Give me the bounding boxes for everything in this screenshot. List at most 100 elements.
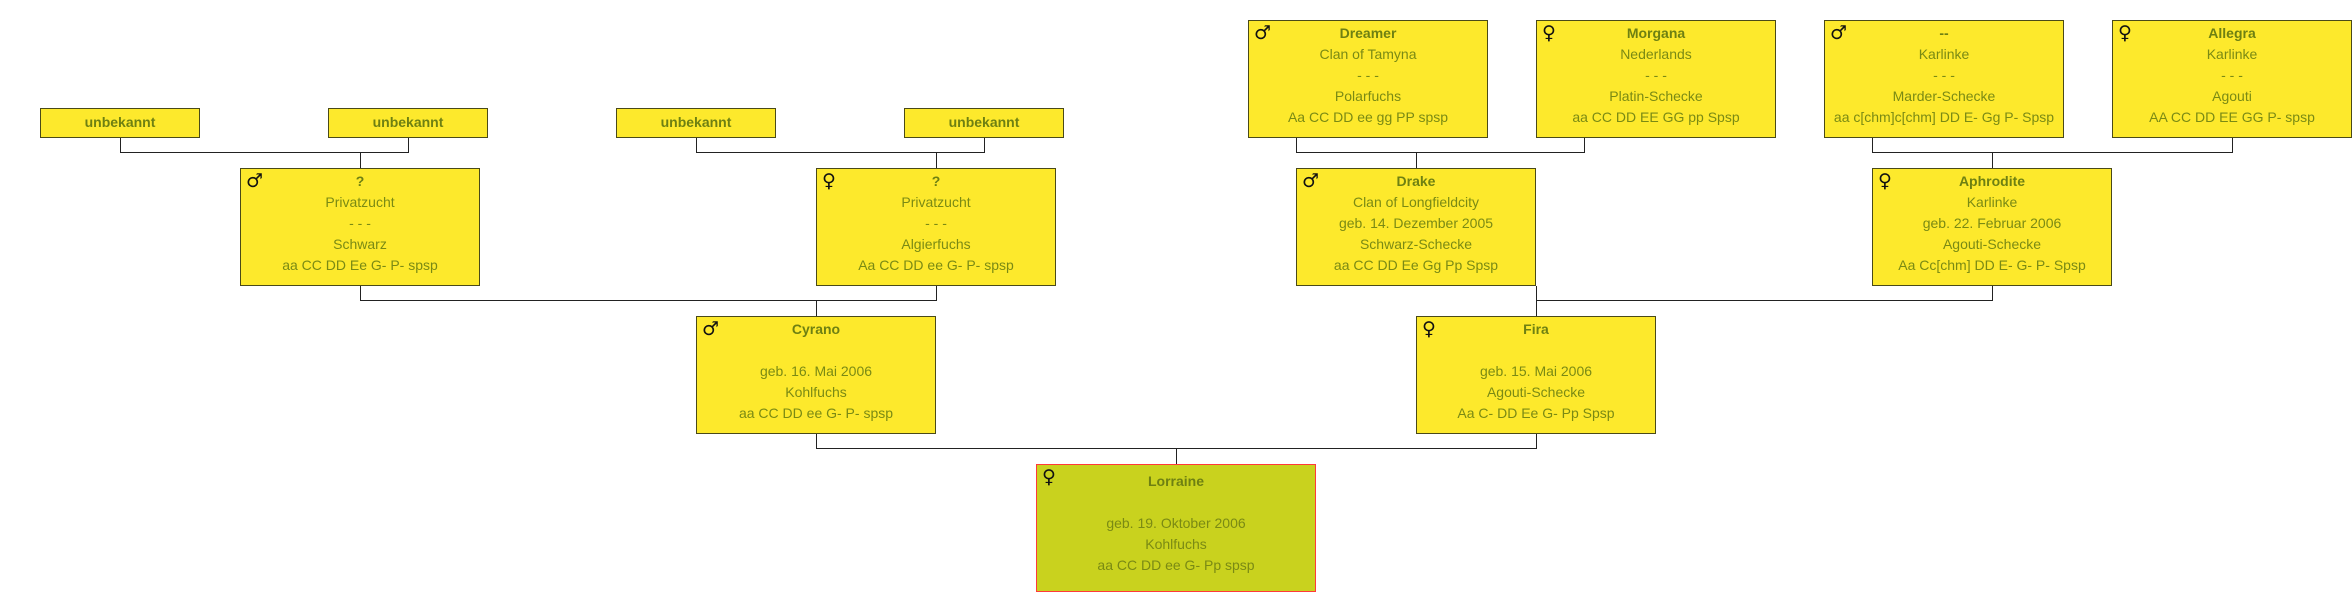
animal-name: ? [355, 173, 365, 189]
female-icon: ♀ [1422, 318, 1436, 340]
connector-line [120, 152, 409, 153]
female-icon: ♀ [1542, 22, 1556, 44]
animal-genotype: AA CC DD EE GG P- spsp [2149, 109, 2315, 125]
connector-line [1176, 448, 1177, 464]
animal-genotype: aa c[chm]c[chm] DD E- Gg P- Spsp [1833, 109, 2055, 125]
animal-color: Kohlfuchs [785, 384, 847, 400]
animal-card-allegra[interactable]: ♀ Allegra Karlinke - - - Agouti AA CC DD… [2112, 20, 2352, 138]
animal-color: Polarfuchs [1334, 88, 1402, 104]
animal-genotype: Aa CC DD ee G- P- spsp [858, 257, 1014, 273]
animal-card-unbekannt[interactable]: unbekannt [904, 108, 1064, 138]
connector-line [120, 138, 121, 153]
animal-birthdate: - - - [1357, 67, 1379, 83]
animal-birthdate: geb. 16. Mai 2006 [759, 363, 873, 379]
animal-card-unknown-sire[interactable]: ♂ ? Privatzucht - - - Schwarz aa CC DD E… [240, 168, 480, 286]
animal-breeder: Privatzucht [901, 194, 971, 210]
male-icon: ♂ [1254, 22, 1272, 44]
connector-line [1296, 138, 1297, 153]
connector-line [936, 152, 937, 168]
animal-breeder: Karlinke [2206, 46, 2258, 62]
connector-line [1584, 138, 1585, 153]
animal-card-aphrodite[interactable]: ♀ Aphrodite Karlinke geb. 22. Februar 20… [1872, 168, 2112, 286]
animal-breeder: Karlinke [1918, 46, 1970, 62]
connector-line [816, 434, 817, 449]
male-icon: ♂ [1830, 22, 1848, 44]
animal-genotype: aa CC DD ee G- P- spsp [738, 405, 894, 421]
connector-line [1872, 138, 1873, 153]
animal-breeder [1037, 492, 1315, 513]
animal-name: Aphrodite [1958, 173, 2026, 189]
connector-line [816, 300, 817, 316]
animal-name: Drake [1396, 173, 1436, 189]
connector-line [1536, 300, 1537, 316]
animal-color: Schwarz [333, 236, 387, 252]
animal-card-fira[interactable]: ♀ Fira geb. 15. Mai 2006 Agouti-Schecke … [1416, 316, 1656, 434]
animal-card-lorraine[interactable]: ♀ Lorraine geb. 19. Oktober 2006 Kohlfuc… [1036, 464, 1316, 592]
female-icon: ♀ [822, 170, 836, 192]
animal-genotype: aa CC DD EE GG pp Spsp [1572, 109, 1740, 125]
animal-birthdate: - - - [1645, 67, 1667, 83]
animal-card-unnamed[interactable]: ♂ -- Karlinke - - - Marder-Schecke aa c[… [1824, 20, 2064, 138]
female-icon: ♀ [1878, 170, 1892, 192]
animal-genotype: Aa Cc[chm] DD E- G- P- Spsp [1898, 257, 2086, 273]
animal-color: Agouti-Schecke [1486, 384, 1586, 400]
connector-line [1872, 152, 2233, 153]
animal-birthdate: - - - [2221, 67, 2243, 83]
animal-name: unbekannt [84, 114, 156, 130]
animal-birthdate: geb. 15. Mai 2006 [1479, 363, 1593, 379]
animal-card-dreamer[interactable]: ♂ Dreamer Clan of Tamyna - - - Polarfuch… [1248, 20, 1488, 138]
animal-card-unbekannt[interactable]: unbekannt [40, 108, 200, 138]
connector-line [1536, 300, 1993, 301]
connector-line [936, 286, 937, 301]
animal-name: Dreamer [1339, 25, 1397, 41]
connector-line [1992, 286, 1993, 301]
animal-genotype: Aa CC DD ee gg PP spsp [1287, 109, 1449, 125]
animal-card-morgana[interactable]: ♀ Morgana Nederlands - - - Platin-Scheck… [1536, 20, 1776, 138]
animal-color: Agouti-Schecke [1942, 236, 2042, 252]
connector-line [1536, 286, 1537, 301]
animal-birthdate: - - - [1933, 67, 1955, 83]
female-icon: ♀ [2118, 22, 2132, 44]
connector-line [360, 286, 361, 301]
male-icon: ♂ [702, 318, 720, 340]
animal-birthdate: - - - [925, 215, 947, 231]
animal-breeder: Clan of Longfieldcity [1352, 194, 1480, 210]
animal-card-unknown-dam[interactable]: ♀ ? Privatzucht - - - Algierfuchs Aa CC … [816, 168, 1056, 286]
connector-line [360, 152, 361, 168]
animal-card-unbekannt[interactable]: unbekannt [328, 108, 488, 138]
animal-color: Marder-Schecke [1892, 88, 1996, 104]
animal-name: ? [931, 173, 941, 189]
animal-birthdate: geb. 19. Oktober 2006 [1106, 515, 1246, 531]
animal-name: unbekannt [372, 114, 444, 130]
animal-genotype: aa CC DD Ee Gg Pp Spsp [1333, 257, 1499, 273]
animal-breeder: Privatzucht [325, 194, 395, 210]
animal-name: -- [1939, 25, 1949, 41]
connector-line [1296, 152, 1585, 153]
animal-color: Schwarz-Schecke [1359, 236, 1473, 252]
connector-line [360, 300, 937, 301]
connector-line [1536, 434, 1537, 449]
male-icon: ♂ [246, 170, 264, 192]
connector-line [1416, 152, 1417, 168]
animal-breeder: Karlinke [1966, 194, 2018, 210]
animal-breeder: Clan of Tamyna [1319, 46, 1417, 62]
animal-name: Lorraine [1147, 473, 1204, 489]
connector-line [2232, 138, 2233, 153]
animal-color: Platin-Schecke [1609, 88, 1703, 104]
animal-birthdate: - - - [349, 215, 371, 231]
female-icon: ♀ [1042, 466, 1056, 488]
connector-line [408, 138, 409, 153]
animal-card-unbekannt[interactable]: unbekannt [616, 108, 776, 138]
animal-name: Morgana [1626, 25, 1686, 41]
animal-name: unbekannt [660, 114, 732, 130]
animal-color: Algierfuchs [901, 236, 971, 252]
animal-card-drake[interactable]: ♂ Drake Clan of Longfieldcity geb. 14. D… [1296, 168, 1536, 286]
connector-line [696, 138, 697, 153]
animal-genotype: aa CC DD ee G- Pp spsp [1097, 557, 1255, 573]
animal-birthdate: geb. 14. Dezember 2005 [1338, 215, 1494, 231]
animal-name: Cyrano [791, 321, 841, 337]
animal-breeder [697, 340, 935, 361]
animal-color: Agouti [2212, 88, 2252, 104]
animal-card-cyrano[interactable]: ♂ Cyrano geb. 16. Mai 2006 Kohlfuchs aa … [696, 316, 936, 434]
